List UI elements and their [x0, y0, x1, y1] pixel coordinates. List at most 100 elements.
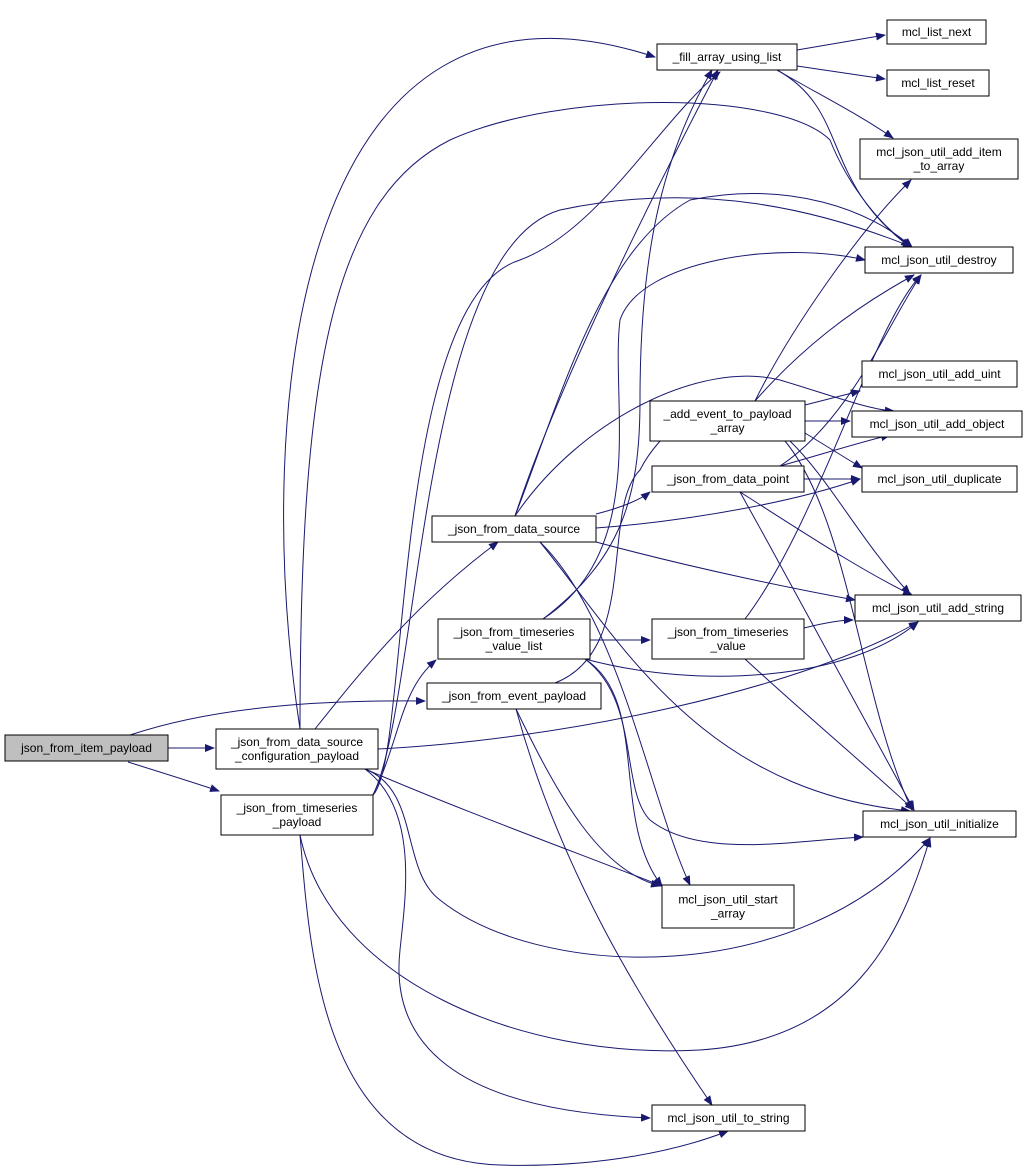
node-mcl-json-util-to-string[interactable]: mcl_json_util_to_string [651, 1104, 806, 1132]
node-label: mcl_json_util_add_uint [878, 367, 1001, 381]
node-label: _add_event_to_payload [662, 407, 791, 421]
edge-json-from-event-payload-to-mcl-json-util-start-array [515, 708, 661, 888]
edge-json-from-item-payload-to-json-from-timeseries-payload [127, 761, 220, 792]
node-box [437, 618, 591, 660]
node-label: mcl_json_util_duplicate [877, 472, 1001, 486]
node-json-from-data-point[interactable]: _json_from_data_point [651, 465, 805, 493]
edge-fill-array-using-list-to-mcl-json-util-add-item-to-array [776, 69, 894, 139]
edge-group [127, 32, 932, 1166]
edge-add-event-to-payload-array-to-mcl-json-util-initialize [784, 440, 913, 811]
edge-json-from-item-payload-to-json-from-event-payload [129, 696, 426, 736]
node-mcl-list-next[interactable]: mcl_list_next [886, 19, 987, 45]
node-mcl-json-util-add-string[interactable]: mcl_json_util_add_string [854, 594, 1022, 622]
node-label: mcl_list_reset [901, 76, 975, 90]
node-label: _array [709, 421, 744, 435]
node-mcl-json-util-add-item-to-array[interactable]: mcl_json_util_add_item_to_array [859, 138, 1019, 180]
node-box [431, 515, 597, 543]
edge-json-from-timeseries-value-to-mcl-json-util-destroy [744, 274, 922, 620]
node-label: _json_from_data_source [230, 735, 363, 749]
node-box [4, 734, 169, 762]
edge-json-from-timeseries-value-list-to-mcl-json-util-start-array [584, 658, 663, 887]
node-box [862, 810, 1017, 838]
node-box [651, 618, 805, 660]
node-box [656, 43, 798, 71]
node-box [864, 246, 1014, 274]
node-mcl-list-reset[interactable]: mcl_list_reset [886, 69, 990, 97]
edge-json-from-timeseries-value-list-to-mcl-json-util-initialize [584, 658, 864, 846]
node-label: json_from_item_payload [20, 741, 152, 755]
node-box [886, 19, 987, 45]
edge-json-from-data-source-configuration-payload-to-json-from-data-source [314, 541, 499, 730]
node-box [651, 1104, 806, 1132]
node-box [886, 69, 990, 97]
edge-json-from-data-point-to-mcl-json-util-add-string [739, 491, 913, 596]
node-mcl-json-util-add-uint[interactable]: mcl_json_util_add_uint [861, 360, 1018, 388]
node-box [215, 728, 379, 770]
edge-fill-array-using-list-to-mcl-json-util-destroy [776, 69, 911, 248]
node-json-from-item-payload[interactable]: json_from_item_payload [4, 734, 169, 762]
edge-json-from-timeseries-value-to-mcl-json-util-add-string [803, 616, 854, 629]
node-mcl-json-util-destroy[interactable]: mcl_json_util_destroy [864, 246, 1014, 274]
node-box [851, 410, 1023, 438]
edge-add-event-to-payload-array-to-mcl-json-util-destroy [754, 274, 915, 402]
edge-json-from-data-source-configuration-payload-to-mcl-json-util-destroy [299, 102, 913, 730]
edge-add-event-to-payload-array-to-mcl-json-util-add-string [789, 440, 911, 595]
edge-fill-array-using-list-to-mcl-list-reset [796, 65, 886, 82]
node-box [426, 682, 602, 710]
edge-json-from-event-payload-to-mcl-json-util-to-string [515, 708, 713, 1106]
node-json-from-timeseries-value[interactable]: _json_from_timeseries_value [651, 618, 805, 660]
node-label: mcl_json_util_to_string [667, 1111, 789, 1125]
node-label: mcl_json_util_destroy [881, 253, 996, 267]
node-json-from-timeseries-payload[interactable]: _json_from_timeseries_payload [220, 794, 374, 836]
node-add-event-to-payload-array[interactable]: _add_event_to_payload_array [649, 400, 806, 442]
edge-json-from-data-point-to-mcl-json-util-add-object [779, 433, 891, 467]
edge-json-from-data-source-configuration-payload-to-mcl-json-util-start-array [364, 768, 663, 887]
node-box [651, 465, 805, 493]
edge-json-from-data-source-to-mcl-json-util-initialize [539, 541, 911, 815]
edge-json-from-timeseries-payload-to-mcl-json-util-initialize [299, 834, 932, 1052]
node-label: _to_array [913, 159, 965, 173]
node-json-from-data-source[interactable]: _json_from_data_source [431, 515, 597, 543]
edge-json-from-data-source-configuration-payload-to-mcl-json-util-to-string [364, 768, 651, 1122]
node-box [661, 884, 795, 929]
node-label: _configuration_payload [234, 749, 359, 763]
node-label: _json_from_timeseries [453, 625, 575, 639]
node-label: mcl_json_util_add_item [876, 145, 1001, 159]
node-box [859, 138, 1019, 180]
edge-json-from-data-source-to-json-from-data-point [595, 491, 651, 515]
node-label: _fill_array_using_list [672, 50, 782, 64]
node-box [649, 400, 806, 442]
node-label: _value [709, 639, 746, 653]
node-label: mcl_json_util_start [678, 893, 778, 907]
node-json-from-event-payload[interactable]: _json_from_event_payload [426, 682, 602, 710]
node-json-from-data-source-configuration-payload[interactable]: _json_from_data_source_configuration_pay… [215, 728, 379, 770]
node-label: _json_from_data_point [666, 472, 790, 486]
edge-json-from-timeseries-value-to-mcl-json-util-initialize [744, 658, 915, 811]
node-label: _json_from_timeseries [236, 801, 358, 815]
edge-json-from-data-source-configuration-payload-to-mcl-json-util-initialize [364, 768, 931, 958]
node-mcl-json-util-start-array[interactable]: mcl_json_util_start_array [661, 884, 795, 929]
edge-json-from-timeseries-payload-to-fill-array-using-list [372, 71, 721, 796]
edge-fill-array-using-list-to-mcl-list-next [796, 32, 886, 51]
edge-json-from-data-source-to-mcl-json-util-duplicate [595, 478, 861, 529]
node-mcl-json-util-add-object[interactable]: mcl_json_util_add_object [851, 410, 1023, 438]
node-mcl-json-util-initialize[interactable]: mcl_json_util_initialize [862, 810, 1017, 838]
node-json-from-timeseries-value-list[interactable]: _json_from_timeseries_value_list [437, 618, 591, 660]
node-label: _value_list [485, 639, 543, 653]
node-mcl-json-util-duplicate[interactable]: mcl_json_util_duplicate [861, 465, 1018, 493]
edge-json-from-data-source-to-mcl-json-util-destroy [514, 193, 913, 517]
edge-json-from-timeseries-payload-to-mcl-json-util-destroy [372, 197, 913, 796]
edge-add-event-to-payload-array-to-mcl-json-util-add-uint [804, 389, 861, 406]
node-label: _array [710, 907, 745, 921]
node-label: _json_from_data_source [447, 522, 580, 536]
edge-json-from-timeseries-value-list-to-mcl-json-util-add-string [584, 621, 919, 677]
node-box [861, 360, 1018, 388]
node-label: mcl_json_util_initialize [880, 817, 999, 831]
edge-json-from-timeseries-value-list-to-fill-array-using-list [542, 69, 713, 620]
edge-json-from-data-source-to-mcl-json-util-add-string [595, 541, 856, 603]
node-fill-array-using-list[interactable]: _fill_array_using_list [656, 43, 798, 71]
node-label: mcl_list_next [902, 25, 972, 39]
edge-add-event-to-payload-array-to-mcl-json-util-add-item-to-array [754, 179, 912, 402]
